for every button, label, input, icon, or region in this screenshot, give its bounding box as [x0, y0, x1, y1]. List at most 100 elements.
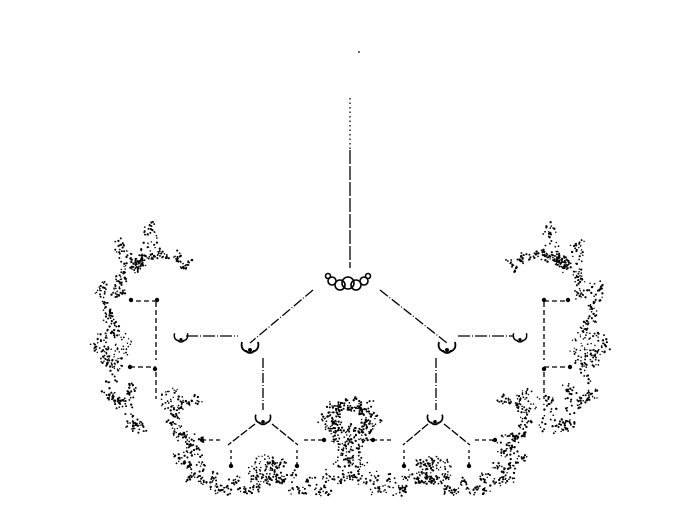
fractal-dot [584, 401, 587, 404]
fractal-dot [130, 261, 132, 263]
fractal-branch-vl2 [271, 423, 299, 446]
fractal-dot [245, 487, 247, 490]
fractal-dot [167, 257, 170, 260]
fractal-dot [331, 411, 334, 414]
fractal-dot [166, 390, 169, 393]
fractal-dot [572, 255, 574, 258]
fractal-dot [343, 465, 346, 468]
fractal-dot [346, 457, 349, 460]
fractal-dot [542, 254, 545, 257]
fractal-dot [253, 467, 256, 470]
fractal-dot [133, 388, 135, 391]
fractal-dot [402, 478, 405, 480]
fractal-dot [202, 463, 206, 466]
fractal-dot [111, 373, 114, 376]
fractal-dot [376, 479, 378, 482]
fractal-dot [515, 266, 518, 270]
fractal-dot [332, 422, 335, 425]
fractal-dot [187, 261, 189, 264]
fractal-dot [525, 253, 528, 256]
fractal-dot [180, 434, 183, 436]
fractal-dot [539, 426, 542, 429]
fractal-dot [350, 445, 353, 448]
fractal-dot [586, 289, 589, 292]
fractal-dot [590, 354, 593, 357]
fractal-dot [239, 490, 242, 493]
fractal-dot [350, 475, 353, 477]
fractal-dot [521, 260, 524, 263]
fractal-dot [170, 423, 173, 426]
fractal-dot [516, 398, 519, 400]
fractal-dot [522, 427, 525, 430]
fractal-dot [452, 494, 455, 496]
fractal-dot [385, 491, 387, 494]
fractal-dot [582, 320, 586, 323]
fractal-dot [555, 231, 557, 234]
fractal-dot [117, 244, 120, 248]
fractal-dot [95, 291, 98, 294]
fractal-dot [365, 427, 368, 430]
fractal-dot [361, 412, 364, 415]
fractal-dot [326, 425, 328, 427]
fractal-dot [120, 348, 123, 350]
fractal-dot [583, 369, 586, 372]
fractal-dot [99, 293, 101, 296]
fractal-dot [358, 445, 361, 448]
fractal-dot [548, 396, 551, 399]
fractal-dot [564, 397, 567, 400]
fractal-dot [571, 389, 574, 392]
fractal-dot [356, 407, 359, 410]
fractal-dot [114, 283, 116, 286]
fractal-dot [331, 406, 335, 409]
fractal-dot [348, 439, 351, 442]
fractal-dot [579, 399, 581, 402]
fractal-dot [214, 492, 217, 495]
fractal-dot [379, 419, 382, 422]
fractal-dot [364, 477, 367, 480]
fractal-dot [526, 421, 528, 424]
fractal-dot [337, 434, 339, 436]
fractal-dot [128, 393, 131, 396]
fractal-dot [369, 438, 372, 441]
fractal-dot [408, 476, 411, 478]
fractal-dot [337, 401, 340, 404]
fractal-dot [280, 475, 283, 477]
fractal-dot [461, 480, 464, 482]
fractal-dot [375, 415, 378, 418]
fractal-dot [544, 394, 547, 397]
fractal-dot [134, 427, 136, 430]
fractal-dot [419, 475, 421, 477]
fractal-dot [124, 402, 127, 405]
fractal-dot [102, 319, 105, 322]
fractal-dot [329, 401, 331, 403]
fractal-dot [556, 257, 559, 260]
fractal-dot [282, 458, 284, 460]
fractal-dot [192, 443, 195, 446]
fractal-dot [131, 430, 134, 432]
fractal-dot [571, 339, 574, 341]
fractal-dot [188, 401, 191, 403]
fractal-dot [250, 477, 253, 481]
fractal-dot [541, 421, 544, 424]
fractal-dot [170, 400, 172, 403]
fractal-dot [173, 392, 176, 394]
fractal-dot [230, 488, 233, 491]
fractal-dot [118, 351, 121, 353]
fractal-dot [249, 486, 252, 489]
fractal-dot [508, 444, 511, 447]
fractal-dot [431, 461, 434, 464]
fractal-dot [105, 283, 108, 286]
fractal-dot [498, 464, 501, 467]
fractal-dot [115, 359, 117, 362]
fractal-dot [582, 325, 585, 327]
fractal-dot [264, 468, 267, 471]
fractal-dot [130, 413, 132, 415]
fractal-dot [215, 482, 218, 486]
fractal-dot [580, 327, 583, 330]
fractal-dot [331, 416, 334, 419]
fractal-dot [382, 485, 384, 487]
fractal-dot [105, 321, 108, 324]
fractal-dot [600, 287, 603, 290]
fractal-dot [428, 475, 431, 478]
